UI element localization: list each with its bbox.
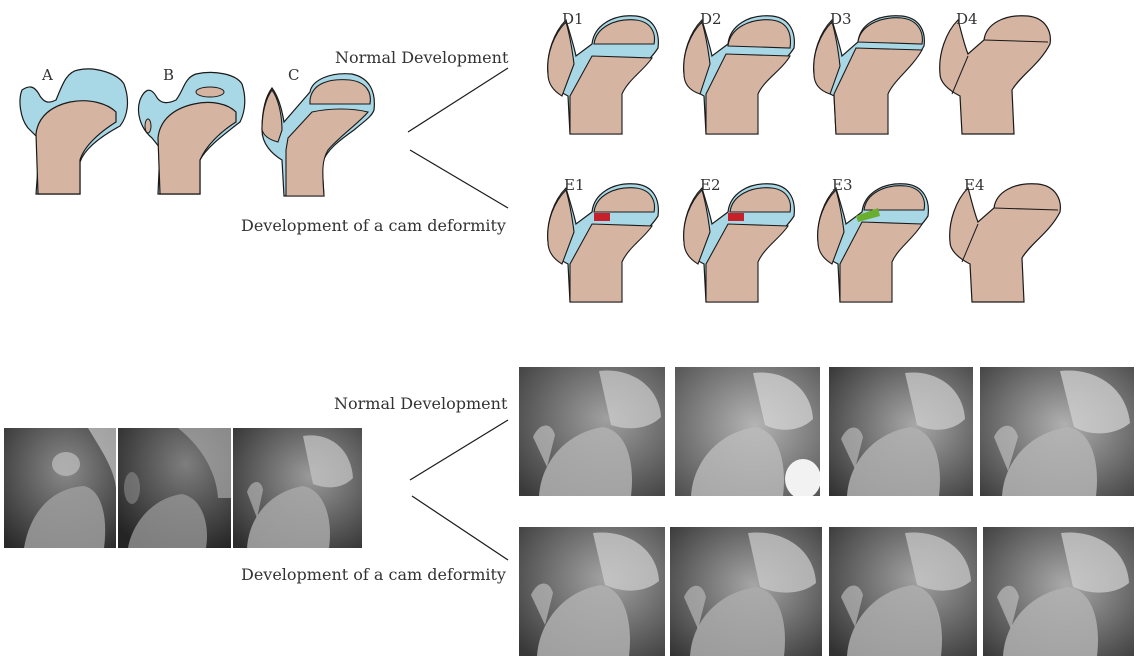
label-e3: E3 (832, 176, 853, 194)
label-a: A (42, 66, 53, 84)
cam-deformity-label: Development of a cam deformity (241, 216, 506, 235)
stage-d4-femur (940, 16, 1051, 134)
xray-cam-deformity-label: Development of a cam deformity (241, 565, 506, 584)
xray-cam-1 (519, 527, 665, 656)
label-e1: E1 (564, 176, 585, 194)
stage-b-femur (139, 72, 245, 194)
xray-image-a (4, 428, 116, 548)
xray-cam-4 (983, 527, 1134, 656)
stage-a-femur (20, 69, 127, 194)
stage-d3-femur (814, 16, 925, 134)
label-b: B (163, 66, 174, 84)
connector-cam (410, 150, 508, 208)
stage-d1-femur (548, 16, 659, 134)
physis-red-mark (728, 213, 744, 221)
xray-normal-development-label: Normal Development (334, 394, 507, 413)
label-e4: E4 (964, 176, 985, 194)
connector-normal (408, 68, 508, 132)
label-d2: D2 (700, 10, 722, 28)
xray-normal-3 (829, 367, 973, 496)
xray-normal-2 (675, 367, 820, 496)
xray-cam-3 (829, 527, 977, 656)
label-d1: D1 (562, 10, 584, 28)
xray-image-c (233, 428, 362, 548)
normal-development-label: Normal Development (335, 48, 508, 67)
label-e2: E2 (700, 176, 721, 194)
xray-normal-1 (519, 367, 665, 496)
xray-cam-2 (670, 527, 822, 656)
stage-e3-femur (818, 184, 929, 302)
physis-red-mark (594, 213, 610, 221)
connector-normal-xray (410, 420, 508, 480)
label-d3: D3 (830, 10, 852, 28)
stage-c-femur (262, 74, 374, 196)
stage-e4-femur (950, 184, 1061, 302)
xray-normal-4 (980, 367, 1134, 496)
connector-cam-xray (412, 496, 508, 560)
stage-e1-femur (548, 184, 659, 302)
xray-image-b (118, 428, 231, 548)
label-d4: D4 (956, 10, 978, 28)
label-c: C (288, 66, 299, 84)
stage-e2-femur (684, 184, 795, 302)
stage-d2-femur (684, 16, 795, 134)
